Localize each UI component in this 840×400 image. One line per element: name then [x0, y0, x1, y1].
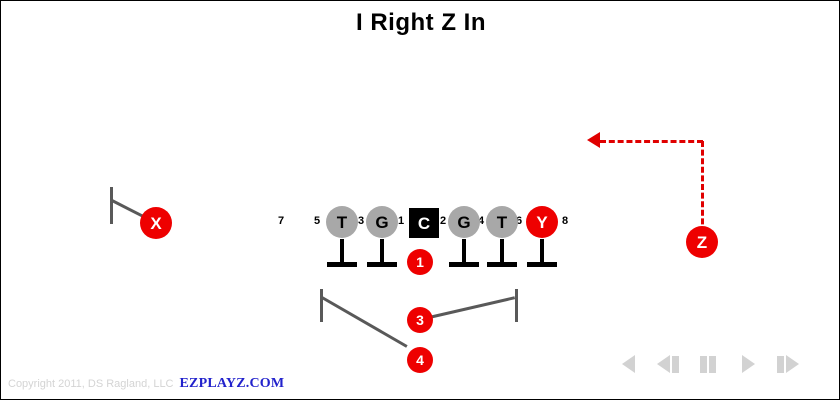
- z-route-vertical-segment: [701, 141, 704, 233]
- block-stem-y-base: [527, 262, 557, 267]
- player-center-label: C: [417, 213, 431, 233]
- pause-bar-right-icon: [709, 355, 716, 373]
- gap-number-4: 4: [478, 215, 485, 227]
- tailback-block-route: [321, 296, 408, 348]
- z-route-arrowhead-icon: [587, 132, 600, 148]
- player-quarterback[interactable]: 1: [407, 249, 433, 275]
- block-stem-lg-vertical: [380, 239, 384, 265]
- brand-link[interactable]: EZPLAYZ.COM: [179, 376, 285, 391]
- triangle-right-icon: [786, 355, 799, 373]
- pause-bar-left-icon: [700, 355, 707, 373]
- gap-number-1: 1: [398, 215, 405, 227]
- gap-number-7: 7: [278, 215, 285, 227]
- player-left-tackle[interactable]: T: [326, 206, 358, 238]
- block-cap-right: [515, 289, 518, 322]
- player-y[interactable]: Y: [526, 206, 558, 238]
- player-z[interactable]: Z: [686, 226, 718, 258]
- player-right-tackle-label: T: [496, 212, 508, 232]
- player-z-label: Z: [696, 232, 708, 252]
- triangle-left-icon: [657, 355, 670, 373]
- step-back-button[interactable]: [655, 355, 681, 373]
- gap-number-3: 3: [358, 215, 365, 227]
- player-left-tackle-label: T: [336, 212, 348, 232]
- block-cap-left: [320, 289, 323, 322]
- player-left-guard[interactable]: G: [366, 206, 398, 238]
- player-left-guard-label: G: [375, 212, 389, 232]
- block-stem-lt-vertical: [340, 239, 344, 265]
- bar-icon: [777, 355, 784, 373]
- step-forward-button[interactable]: [775, 355, 801, 373]
- gap-number-5: 5: [314, 215, 321, 227]
- x-block-cap: [110, 187, 113, 224]
- gap-number-8: 8: [562, 215, 569, 227]
- bar-icon: [672, 355, 679, 373]
- block-stem-rt-base: [487, 262, 517, 267]
- player-right-tackle[interactable]: T: [486, 206, 518, 238]
- copyright-notice: Copyright 2011, DS Ragland, LLC EZPLAYZ.…: [8, 376, 284, 392]
- player-tailback-label: 4: [416, 352, 424, 368]
- play-button[interactable]: [735, 355, 761, 373]
- gap-number-2: 2: [440, 215, 447, 227]
- fullback-block-route: [428, 296, 516, 319]
- player-x[interactable]: X: [140, 207, 172, 239]
- player-right-guard[interactable]: G: [448, 206, 480, 238]
- triangle-right-icon: [741, 355, 755, 373]
- player-quarterback-label: 1: [416, 254, 424, 270]
- player-x-label: X: [150, 213, 162, 233]
- gap-number-6: 6: [516, 215, 523, 227]
- x-route-line: [111, 199, 143, 218]
- block-stem-lt-base: [327, 262, 357, 267]
- player-y-label: Y: [536, 212, 548, 232]
- block-stem-y-vertical: [540, 239, 544, 265]
- player-right-guard-label: G: [457, 212, 471, 232]
- player-fullback[interactable]: 3: [407, 307, 433, 333]
- block-stem-rg-base: [449, 262, 479, 267]
- rewind-to-start-button[interactable]: [615, 355, 641, 373]
- triangle-left-icon: [621, 355, 635, 373]
- page-title: I Right Z In: [356, 9, 486, 36]
- player-center[interactable]: C: [409, 208, 439, 238]
- pause-button[interactable]: [695, 355, 721, 373]
- player-fullback-label: 3: [416, 312, 424, 328]
- block-stem-lg-base: [367, 262, 397, 267]
- playback-controls: [615, 355, 801, 373]
- copyright-text: Copyright 2011, DS Ragland, LLC: [8, 378, 174, 390]
- player-tailback[interactable]: 4: [407, 347, 433, 373]
- block-stem-rg-vertical: [462, 239, 466, 265]
- block-stem-rt-vertical: [500, 239, 504, 265]
- z-route-horizontal-segment: [600, 140, 703, 143]
